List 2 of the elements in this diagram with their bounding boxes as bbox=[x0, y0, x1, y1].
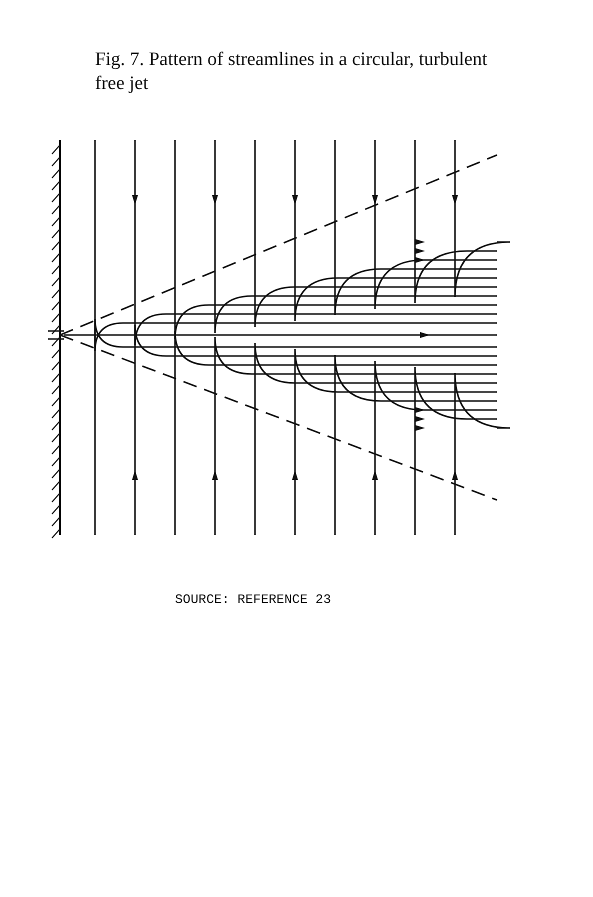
source-caption: SOURCE: REFERENCE 23 bbox=[175, 592, 332, 607]
figure-title: Fig. 7. Pattern of streamlines in a circular, turbulent free jet bbox=[95, 48, 488, 96]
